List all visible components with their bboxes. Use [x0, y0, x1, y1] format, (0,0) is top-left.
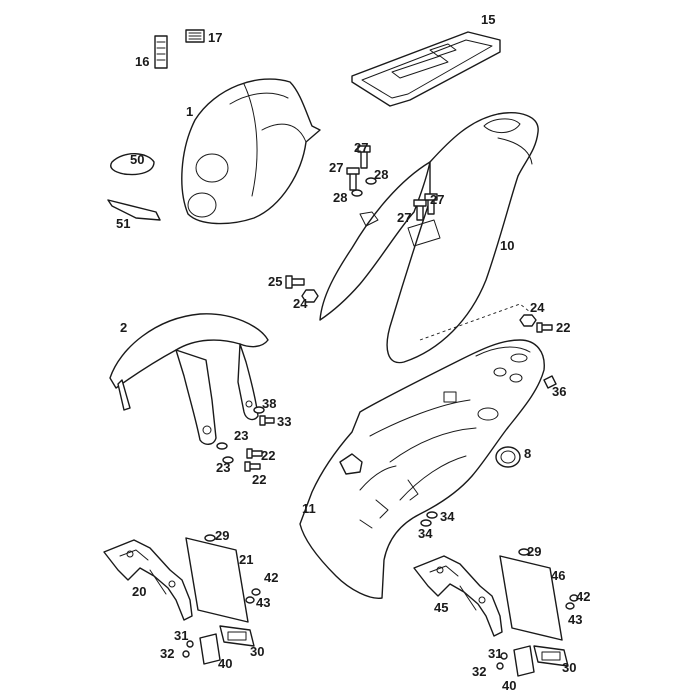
- callout-27-b: 27: [329, 160, 343, 175]
- callout-32-a: 32: [160, 646, 174, 661]
- part-31-32-fastener-right: [496, 652, 508, 670]
- callout-28-a: 28: [374, 167, 388, 182]
- callout-2: 2: [120, 320, 127, 335]
- callout-28-b: 28: [333, 190, 347, 205]
- callout-50: 50: [130, 152, 144, 167]
- callout-29-a: 29: [215, 528, 229, 543]
- callout-34-b: 34: [418, 526, 433, 541]
- callout-42-a: 42: [264, 570, 278, 585]
- callout-46: 46: [551, 568, 565, 583]
- washer-38: [253, 406, 265, 414]
- callout-34-a: 34: [440, 509, 455, 524]
- part-45-plate-bracket-right: [413, 555, 503, 637]
- leader-line: [419, 303, 531, 341]
- callout-16: 16: [135, 54, 149, 69]
- part-29-fastener-right: [518, 548, 530, 556]
- part-21-plate-left: [185, 537, 249, 623]
- part-20-plate-bracket-left: [103, 539, 193, 621]
- callout-43-b: 43: [568, 612, 582, 627]
- callout-15: 15: [481, 12, 495, 27]
- bolt-27-upper-right: [357, 145, 371, 169]
- washer-34-a: [426, 511, 438, 519]
- part-31-32-fastener-left: [182, 640, 194, 658]
- callout-31-a: 31: [174, 628, 188, 643]
- bolt-25: [285, 275, 305, 289]
- part-42-43-fastener-right: [565, 594, 579, 610]
- part-42-43-fastener-left: [245, 588, 261, 604]
- washer-34-b: [420, 519, 432, 527]
- callout-45: 45: [434, 600, 448, 615]
- bolt-27-lower-right: [424, 193, 438, 215]
- callout-31-b: 31: [488, 646, 502, 661]
- part-40-bracket-right: [513, 645, 535, 677]
- callout-43-a: 43: [256, 595, 270, 610]
- callout-8: 8: [524, 446, 531, 461]
- callout-40-b: 40: [502, 678, 516, 693]
- callout-32-b: 32: [472, 664, 486, 679]
- bolt-33: [259, 415, 275, 426]
- part-16-sticker: [154, 35, 168, 69]
- part-8-grommet: [495, 446, 521, 468]
- part-1-headlight-mask: [181, 78, 321, 225]
- part-10-shroud: [319, 112, 539, 364]
- callout-27-c: 27: [430, 192, 444, 207]
- callout-1: 1: [186, 104, 193, 119]
- callout-10: 10: [500, 238, 514, 253]
- part-30-light-left: [219, 625, 255, 647]
- bolt-27-upper-left: [346, 167, 360, 191]
- callout-29-b: 29: [527, 544, 541, 559]
- part-46-plate-right: [499, 555, 563, 641]
- part-2-front-fender: [109, 313, 269, 445]
- callout-22-b: 22: [261, 448, 275, 463]
- washer-23-b: [222, 456, 234, 464]
- callout-27-d: 27: [397, 210, 411, 225]
- callout-42-b: 42: [576, 589, 590, 604]
- callout-17: 17: [208, 30, 222, 45]
- nut-24-right: [519, 314, 537, 327]
- part-51-decal: [107, 199, 161, 221]
- callout-11: 11: [302, 501, 316, 516]
- callout-22-c: 22: [252, 472, 266, 487]
- bolt-22-upper-right: [536, 322, 553, 333]
- callout-36: 36: [552, 384, 566, 399]
- part-15-seat-pad: [351, 31, 501, 107]
- callout-22-a: 22: [556, 320, 570, 335]
- callout-23-a: 23: [234, 428, 248, 443]
- clip-36: [543, 375, 557, 389]
- callout-30-b: 30: [562, 660, 576, 675]
- bolt-27-lower-left: [413, 199, 427, 221]
- callout-33: 33: [277, 414, 291, 429]
- callout-20: 20: [132, 584, 146, 599]
- callout-21: 21: [239, 552, 253, 567]
- callout-25: 25: [268, 274, 282, 289]
- part-17-sticker: [185, 29, 205, 43]
- part-29-fastener-left: [204, 534, 216, 542]
- bolt-22-b: [244, 461, 261, 472]
- callout-27-a: 27: [354, 140, 368, 155]
- washer-28-a: [365, 177, 377, 185]
- part-11-rear-frame: [299, 339, 545, 599]
- callout-51: 51: [116, 216, 130, 231]
- washer-28-b: [351, 189, 363, 197]
- part-50-decal: [110, 153, 155, 176]
- washer-23-a: [216, 442, 228, 450]
- callout-24-a: 24: [293, 296, 308, 311]
- nut-24-left: [301, 289, 319, 303]
- part-40-bracket-left: [199, 633, 221, 665]
- callout-40-a: 40: [218, 656, 232, 671]
- callout-30-a: 30: [250, 644, 264, 659]
- callout-24-b: 24: [530, 300, 545, 315]
- callout-38: 38: [262, 396, 276, 411]
- callout-23-b: 23: [216, 460, 230, 475]
- bolt-22-a: [246, 448, 263, 459]
- part-30-light-right: [533, 645, 569, 667]
